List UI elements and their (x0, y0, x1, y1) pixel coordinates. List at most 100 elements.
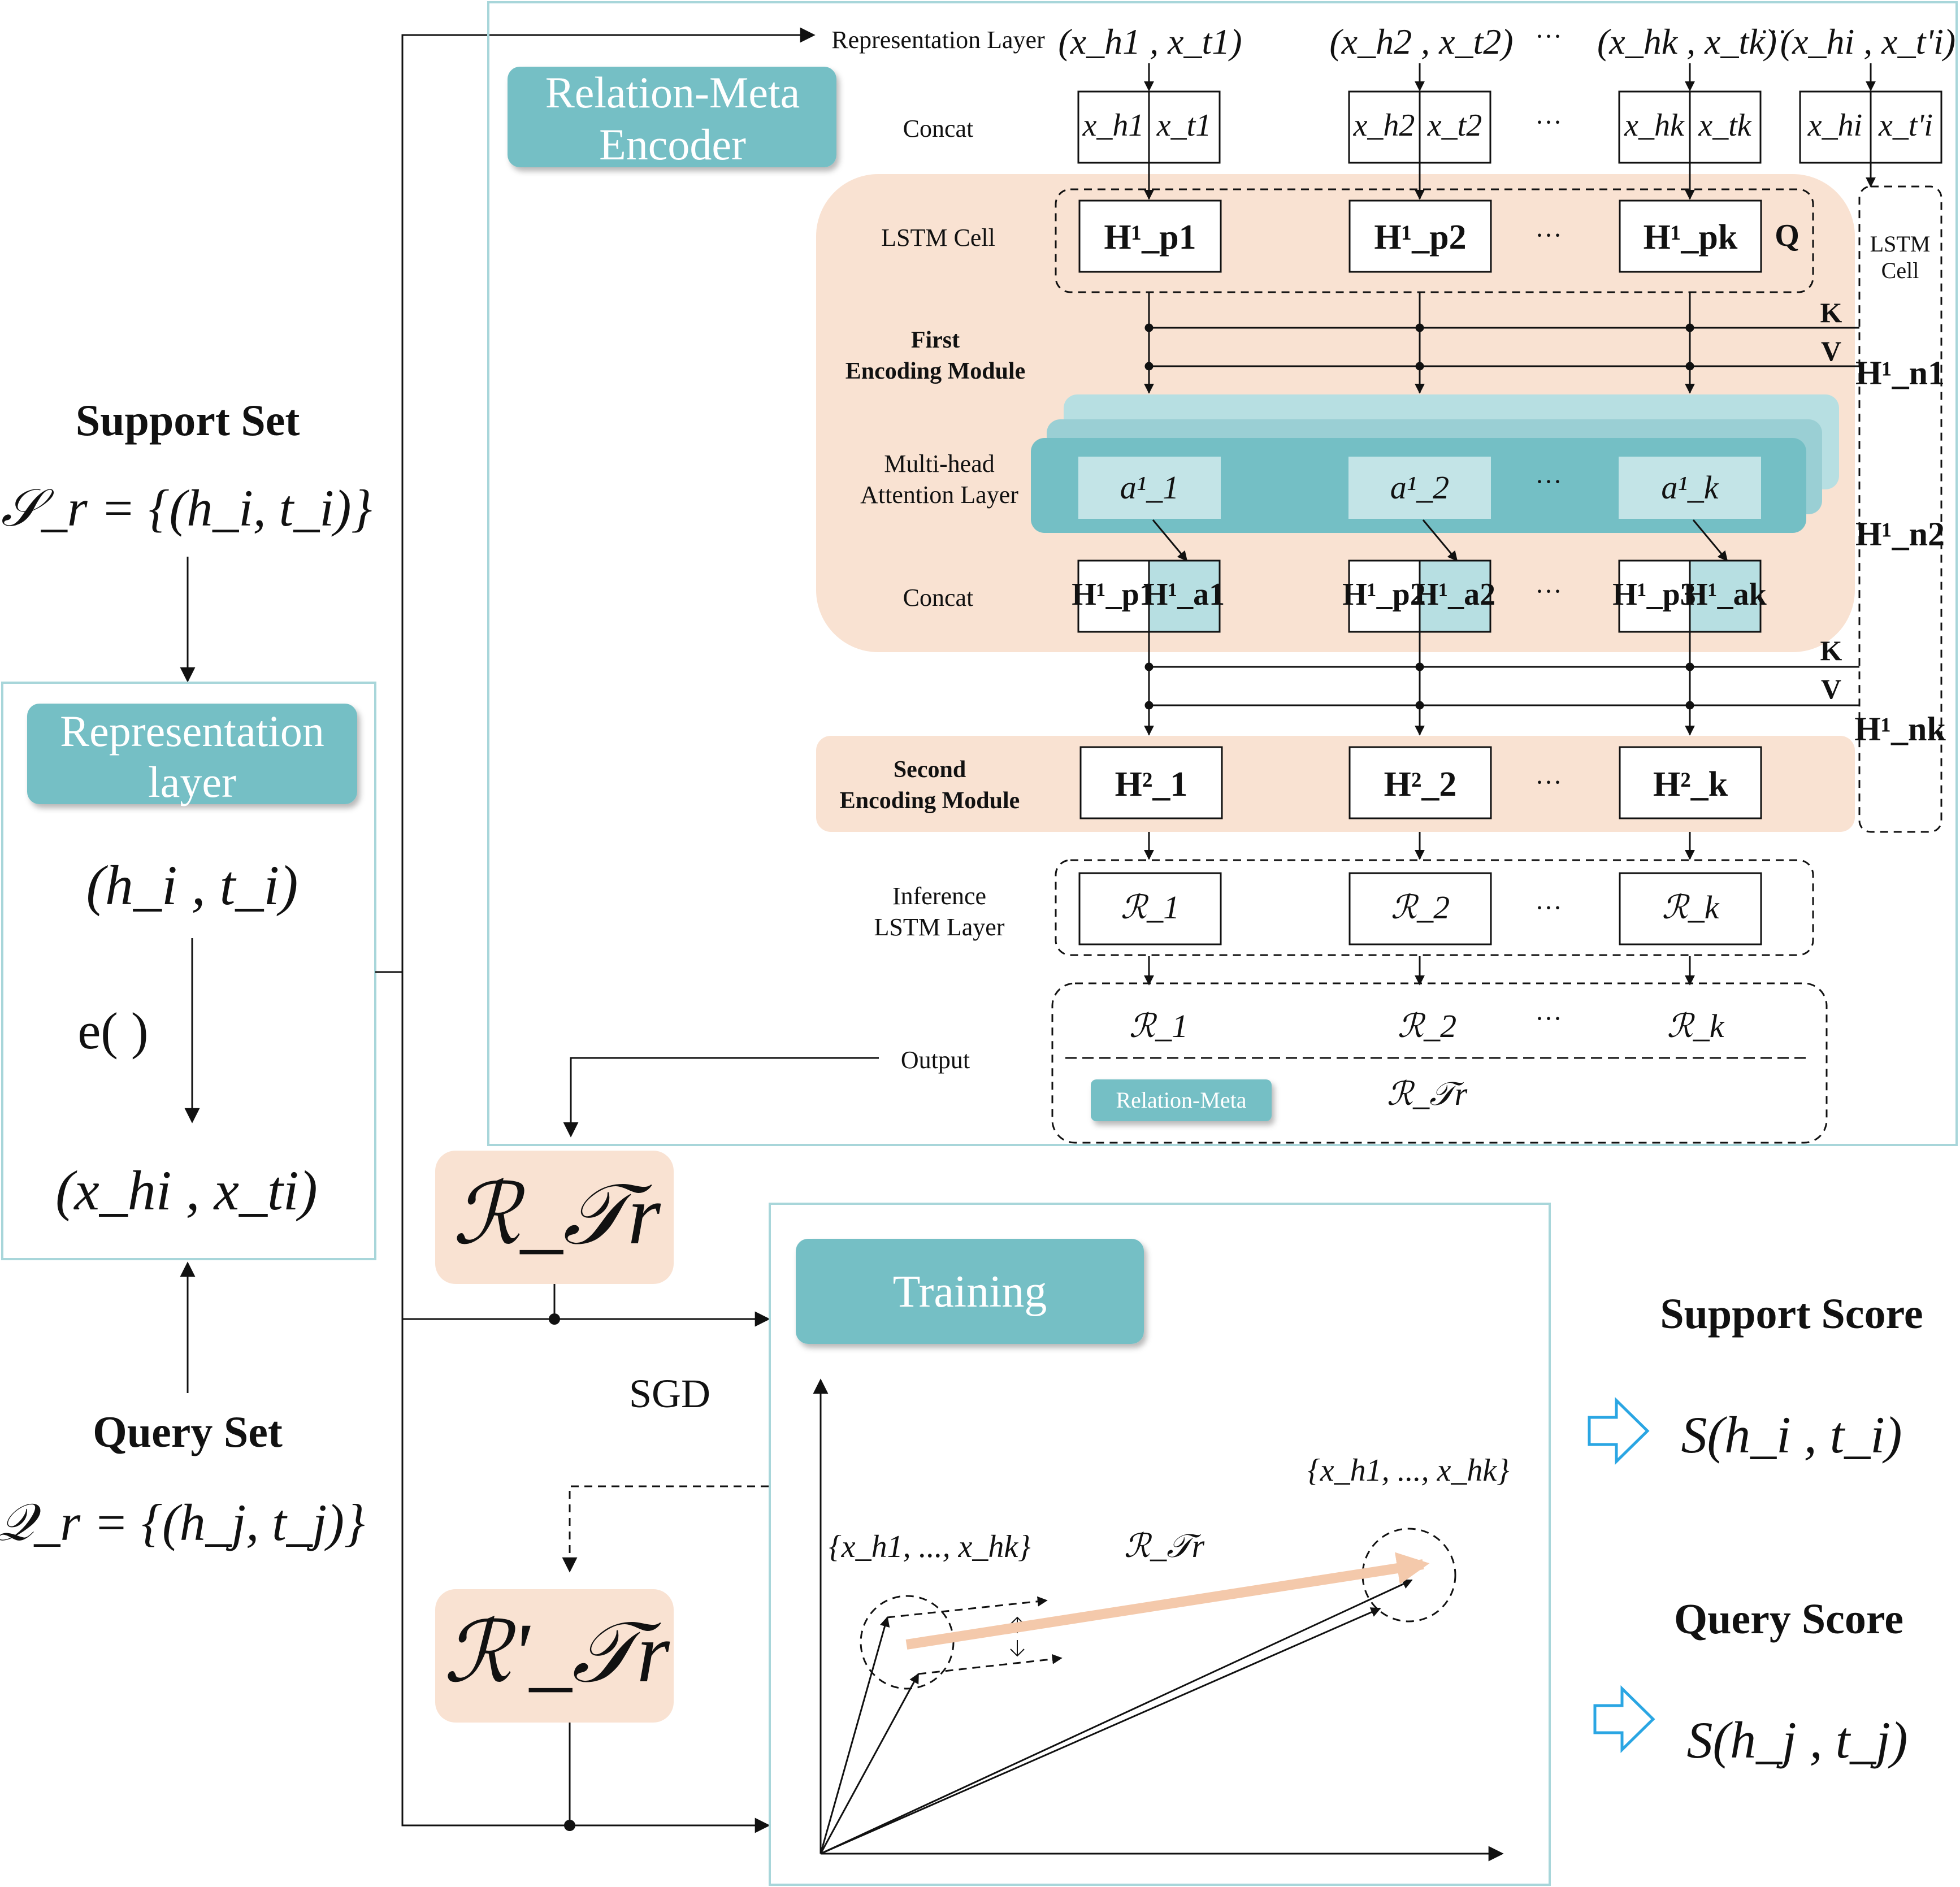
representation-layer-badge: Representation layer (27, 704, 357, 806)
svg-text:···: ··· (1535, 220, 1562, 250)
query-score-group: Query Score S(h_j , t_j) (1593, 1595, 1908, 1769)
inference-cells: ℛ_1 ℛ_2 ··· ℛ_k (1078, 872, 1762, 945)
representation-layer-frame (1, 682, 376, 1260)
svg-text:···: ··· (1535, 1004, 1562, 1034)
entity-pair: (h_i , t_i) (86, 854, 298, 917)
svg-text:x_t'i: x_t'i (1878, 108, 1933, 143)
svg-text:ℛ_k: ℛ_k (1667, 1008, 1724, 1044)
value-label-2: V (1821, 673, 1841, 705)
svg-text:x_hk: x_hk (1624, 108, 1685, 143)
query-label: Q (1775, 218, 1799, 253)
attention-head-1: a¹_1 (1120, 469, 1179, 506)
svg-text:Second: Second (894, 757, 966, 783)
relation-meta-encoder-badge: Relation-Meta Encoder (508, 67, 836, 169)
concat-cell-i: x_hi x_t'i (1799, 90, 1942, 164)
negative-lstm-cell-column (1858, 185, 1942, 833)
tuple-1: (x_h1 , x_t1) (1058, 21, 1242, 62)
lstm-cell-1: H¹_p1 (1104, 218, 1196, 257)
svg-text:H¹_p2: H¹_p2 (1342, 577, 1426, 612)
svg-text:x_t1: x_t1 (1156, 108, 1211, 143)
query-score-arrow-icon (1593, 1685, 1655, 1753)
svg-text:···: ··· (1535, 107, 1562, 137)
svg-text:x_tk: x_tk (1698, 108, 1751, 143)
concat-row-1: x_h1 x_t1 x_h2 x_t2 ··· x_hk x_tk x_hi x… (1077, 90, 1942, 164)
svg-text:LSTM Layer: LSTM Layer (874, 913, 1005, 941)
second-encoding-module-region (816, 736, 1855, 832)
svg-text:···: ··· (1535, 767, 1562, 797)
support-set-title: Support Set (76, 396, 300, 445)
tuple-i: (x_hi , x_t'i) (1780, 21, 1955, 62)
query-set-formula: 𝒬_r = {(h_j, t_j)} (0, 1494, 365, 1551)
support-score-title: Support Score (1660, 1290, 1923, 1338)
svg-text:···: ··· (1760, 17, 1787, 47)
svg-text:Representation: Representation (60, 706, 324, 756)
svg-text:ℛ_1: ℛ_1 (1121, 889, 1180, 926)
tuple-k: (x_hk , x_tk) (1597, 21, 1777, 62)
svg-text:···: ··· (1535, 893, 1562, 923)
embedding-pair: (x_hi , x_ti) (55, 1159, 318, 1222)
concat-cell-k: x_hk x_tk (1618, 90, 1762, 164)
support-set-group: Support Set 𝒮_r = {(h_i, t_i)} (1, 396, 372, 683)
svg-text:Concat: Concat (903, 584, 974, 611)
svg-text:x_h2: x_h2 (1353, 108, 1415, 143)
training-plot (813, 1378, 1504, 1862)
svg-text:Relation-Meta: Relation-Meta (545, 68, 800, 117)
svg-text:···: ··· (1535, 21, 1562, 51)
svg-text:Cell: Cell (1881, 258, 1919, 283)
svg-text:H²_2: H²_2 (1384, 765, 1457, 804)
output-relation-meta: ℛ_𝒯r (1387, 1075, 1468, 1112)
key-label-1: K (1820, 297, 1842, 328)
output-cells: ℛ_1 ℛ_2 ··· ℛ_k Relation-Meta ℛ_𝒯r (1065, 1004, 1809, 1121)
updated-relation-meta-box: ℛ'_𝒯r (435, 1589, 674, 1723)
svg-text:ℛ_1: ℛ_1 (1129, 1008, 1188, 1044)
output-relation-meta-badge (1091, 1079, 1272, 1121)
svg-text:LSTM Cell: LSTM Cell (881, 224, 995, 251)
query-set-group: Query Set 𝒬_r = {(h_j, t_j)} (0, 1261, 365, 1551)
multi-head-attention: a¹_1 a¹_2 ··· a¹_k (1031, 394, 1839, 533)
tuple-2: (x_h2 , x_t2) (1329, 21, 1513, 62)
lstm-cell-group (1055, 188, 1814, 293)
training-vector-label: ℛ_𝒯r (1124, 1528, 1205, 1564)
lstm-cell-k: H¹_pk (1644, 218, 1738, 257)
support-score-arrow-icon (1588, 1397, 1650, 1465)
svg-text:H¹_p3: H¹_p3 (1612, 577, 1696, 612)
svg-text:Encoding Module: Encoding Module (845, 358, 1026, 384)
svg-text:x_h1: x_h1 (1082, 108, 1144, 143)
svg-text:Encoder: Encoder (599, 120, 746, 169)
svg-text:H¹_ak: H¹_ak (1683, 577, 1767, 612)
svg-text:H²_1: H²_1 (1115, 765, 1188, 804)
relation-meta-box: ℛ_𝒯r (435, 1151, 674, 1284)
svg-text:x_t2: x_t2 (1427, 108, 1482, 143)
query-score-symbol: S(h_j , t_j) (1687, 1711, 1908, 1769)
svg-text:H¹_p1: H¹_p1 (1072, 577, 1155, 612)
svg-text:Output: Output (901, 1046, 970, 1074)
concat-cell-1: x_h1 x_t1 (1077, 90, 1221, 164)
concat-row-2: H¹_p1 H¹_a1 H¹_p2 H¹_a2 ··· H¹_p3 H¹_ak (1072, 559, 1767, 633)
svg-text:x_hi: x_hi (1807, 108, 1862, 143)
row-labels: Representation Layer Concat LSTM Cell Fi… (831, 26, 1045, 1074)
svg-text:H²_k: H²_k (1653, 765, 1728, 804)
training-frame (769, 1203, 1551, 1886)
query-set-title: Query Set (93, 1407, 283, 1456)
svg-text:H¹_a1: H¹_a1 (1143, 577, 1225, 612)
concat-cell-2: x_h2 x_t2 (1348, 90, 1491, 164)
representation-tuples: (x_h1 , x_t1) (x_h2 , x_t2) ··· (x_hk , … (1058, 17, 1955, 62)
cluster-right-label: {x_h1, ..., x_hk} (1307, 1453, 1509, 1488)
sgd-label: SGD (629, 1371, 710, 1416)
attention-head-k: a¹_k (1661, 469, 1719, 506)
relation-meta-symbol: ℛ_𝒯r (453, 1168, 661, 1262)
svg-text:H¹_a2: H¹_a2 (1414, 577, 1495, 612)
updated-relation-meta-symbol: ℛ'_𝒯r (444, 1606, 670, 1700)
svg-text:···: ··· (1535, 576, 1562, 606)
svg-text:LSTM: LSTM (1870, 231, 1931, 257)
svg-text:ℛ_2: ℛ_2 (1398, 1008, 1456, 1044)
embedding-function: e( ) (77, 1002, 148, 1060)
negative-state-k: H¹_nk (1854, 710, 1946, 748)
support-score-group: Support Score S(h_i , t_i) (1588, 1290, 1923, 1465)
svg-text:First: First (911, 327, 960, 353)
svg-text:Representation Layer: Representation Layer (831, 26, 1045, 54)
negative-state-2: H¹_n2 (1855, 515, 1945, 553)
support-score-symbol: S(h_i , t_i) (1681, 1406, 1902, 1464)
relation-meta-encoder-frame (487, 1, 1958, 1146)
key-label-2: K (1820, 635, 1842, 666)
